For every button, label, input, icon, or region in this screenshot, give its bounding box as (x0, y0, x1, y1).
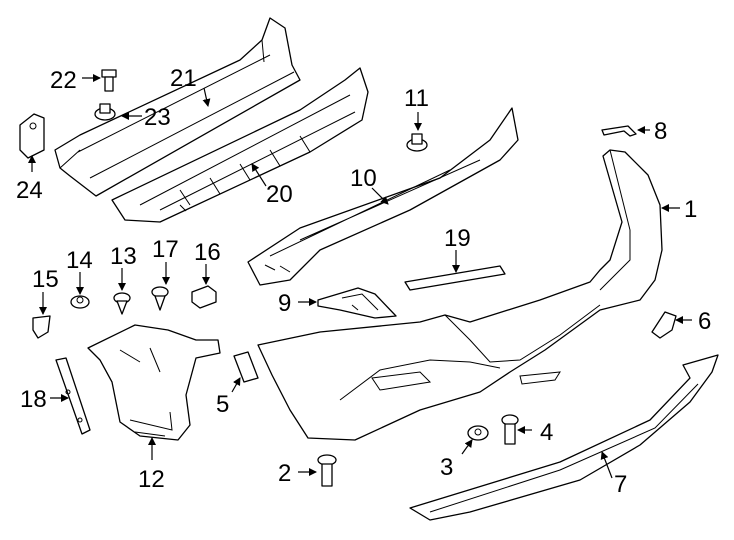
pad-part[interactable] (19, 113, 45, 159)
callout-14: 14 (66, 247, 93, 274)
callout-13: 13 (110, 243, 137, 270)
leader-lines (28, 74, 692, 479)
callout-2: 2 (278, 460, 291, 487)
nut-23-part[interactable] (94, 103, 116, 121)
strip-part[interactable] (55, 357, 91, 435)
bolt-22-part[interactable] (101, 69, 117, 92)
callout-4: 4 (540, 419, 553, 446)
callout-10: 10 (350, 165, 377, 192)
deflector-part[interactable] (651, 311, 677, 339)
callout-21: 21 (170, 65, 197, 92)
callout-20: 20 (266, 181, 293, 208)
callout-5: 5 (216, 391, 229, 418)
bumper-cover-part[interactable] (257, 149, 663, 441)
bolt-4-part[interactable] (501, 414, 519, 445)
energy-absorber-part[interactable] (111, 67, 369, 223)
trim-strip-part[interactable] (404, 265, 506, 291)
callout-15: 15 (32, 266, 59, 293)
callout-16: 16 (194, 239, 221, 266)
callout-7: 7 (614, 471, 627, 498)
lamp-housing-part[interactable] (317, 287, 397, 319)
nut-11-part[interactable] (406, 133, 428, 152)
callout-17: 17 (152, 236, 179, 263)
callout-19: 19 (444, 225, 471, 252)
bumper-support-part[interactable] (247, 107, 519, 286)
callout-12: 12 (138, 466, 165, 493)
clip-8-part[interactable] (601, 125, 637, 137)
callout-3: 3 (440, 454, 453, 481)
callout-11: 11 (404, 85, 429, 112)
seal-part[interactable] (233, 351, 259, 383)
callout-labels: 1 2 3 4 5 6 7 8 9 10 11 12 13 14 15 16 1… (16, 65, 711, 498)
lower-valance-part[interactable] (409, 354, 719, 521)
clip-16-part[interactable] (191, 285, 217, 309)
callout-24: 24 (16, 177, 43, 204)
callout-8: 8 (654, 118, 667, 145)
callout-1: 1 (684, 196, 697, 223)
callout-18: 18 (20, 386, 47, 413)
bolt-2-part[interactable] (317, 454, 337, 487)
clip-15-part[interactable] (32, 315, 51, 339)
callout-6: 6 (698, 308, 711, 335)
screw-17-part[interactable] (151, 286, 169, 311)
nut-3-part[interactable] (467, 425, 489, 441)
nut-14-part[interactable] (70, 295, 90, 309)
callout-22: 22 (50, 67, 77, 94)
callout-9: 9 (278, 290, 291, 317)
bracket-part[interactable] (87, 324, 221, 441)
screw-13-part[interactable] (113, 292, 131, 315)
callout-23: 23 (144, 104, 171, 131)
reinforcement-beam-part[interactable] (54, 17, 301, 197)
